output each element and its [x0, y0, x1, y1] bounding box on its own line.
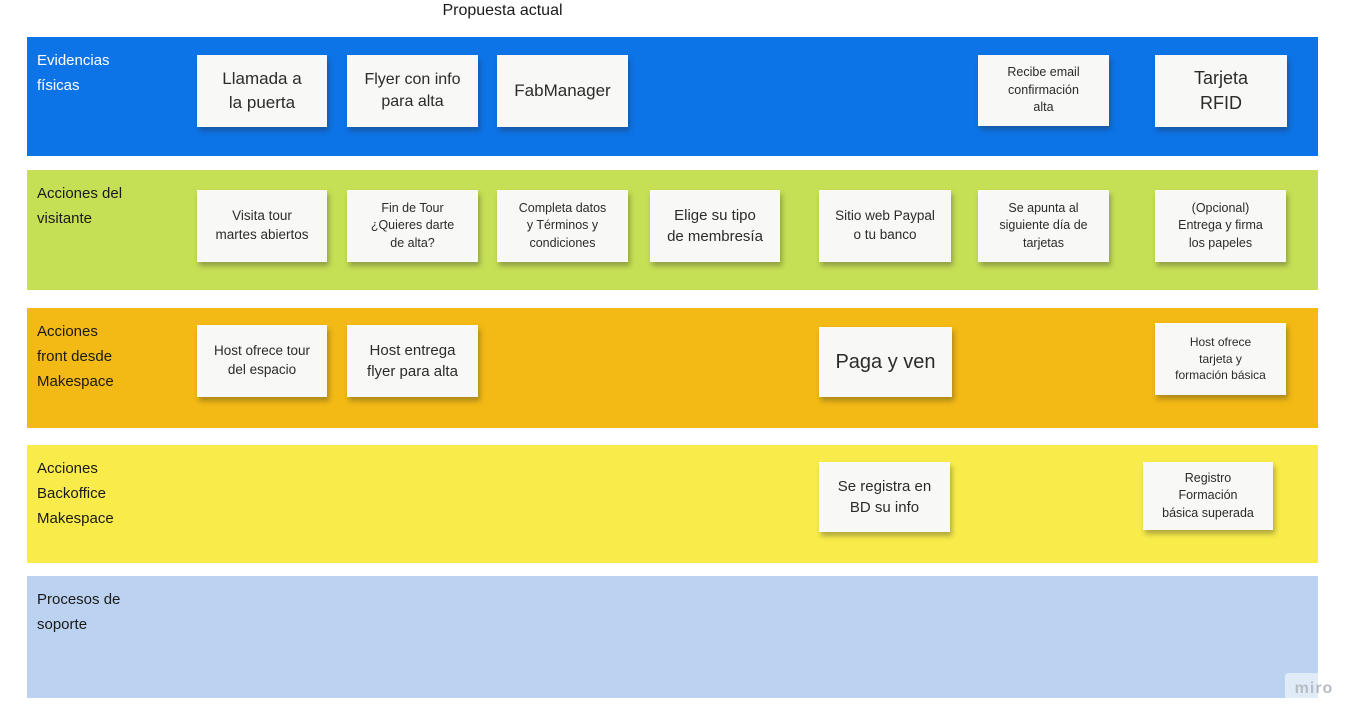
sticky-note-paga-y-ven[interactable]: Paga y ven — [819, 327, 952, 397]
sticky-note-host-entrega-flyer[interactable]: Host entrega flyer para alta — [347, 325, 478, 397]
miro-watermark: miro — [1285, 673, 1343, 705]
lane-procesos-soporte[interactable]: Procesos de soporte — [27, 576, 1318, 698]
sticky-note-se-apunta-tarjetas[interactable]: Se apunta al siguiente día de tarjetas — [978, 190, 1109, 262]
sticky-note-flyer-info-alta[interactable]: Flyer con info para alta — [347, 55, 478, 127]
sticky-note-elige-membresia[interactable]: Elige su tipo de membresía — [650, 190, 780, 262]
sticky-note-sitio-web-paypal[interactable]: Sitio web Paypal o tu banco — [819, 190, 951, 262]
sticky-note-registro-formacion[interactable]: Registro Formación básica superada — [1143, 462, 1273, 530]
lane-label-acciones-visitante[interactable]: Acciones del visitante — [37, 185, 123, 227]
sticky-note-tarjeta-rfid[interactable]: Tarjeta RFID — [1155, 55, 1287, 127]
sticky-note-llamada-puerta[interactable]: Llamada a la puerta — [197, 55, 327, 127]
sticky-note-fin-de-tour[interactable]: Fin de Tour ¿Quieres darte de alta? — [347, 190, 478, 262]
board-title[interactable]: Propuesta actual — [442, 2, 563, 19]
sticky-note-opcional-papeles[interactable]: (Opcional) Entrega y firma los papeles — [1155, 190, 1286, 262]
lane-label-acciones-front[interactable]: Acciones front desde Makespace — [37, 323, 114, 390]
lane-label-acciones-backoffice[interactable]: Acciones Backoffice Makespace — [37, 460, 114, 527]
lane-acciones-backoffice[interactable]: Acciones Backoffice Makespace — [27, 445, 1318, 563]
sticky-note-host-ofrece-tour[interactable]: Host ofrece tour del espacio — [197, 325, 327, 397]
lane-label-procesos-soporte[interactable]: Procesos de soporte — [37, 591, 121, 633]
sticky-note-host-ofrece-tarjeta[interactable]: Host ofrece tarjeta y formación básica — [1155, 323, 1286, 395]
lane-label-evidencias-fisicas[interactable]: Evidencias físicas — [37, 52, 110, 94]
sticky-note-completa-datos[interactable]: Completa datos y Términos y condiciones — [497, 190, 628, 262]
sticky-note-recibe-email[interactable]: Recibe email confirmación alta — [978, 55, 1109, 126]
sticky-note-registra-bd[interactable]: Se registra en BD su info — [819, 462, 950, 532]
sticky-note-fabmanager[interactable]: FabManager — [497, 55, 628, 127]
sticky-note-visita-tour[interactable]: Visita tour martes abiertos — [197, 190, 327, 262]
